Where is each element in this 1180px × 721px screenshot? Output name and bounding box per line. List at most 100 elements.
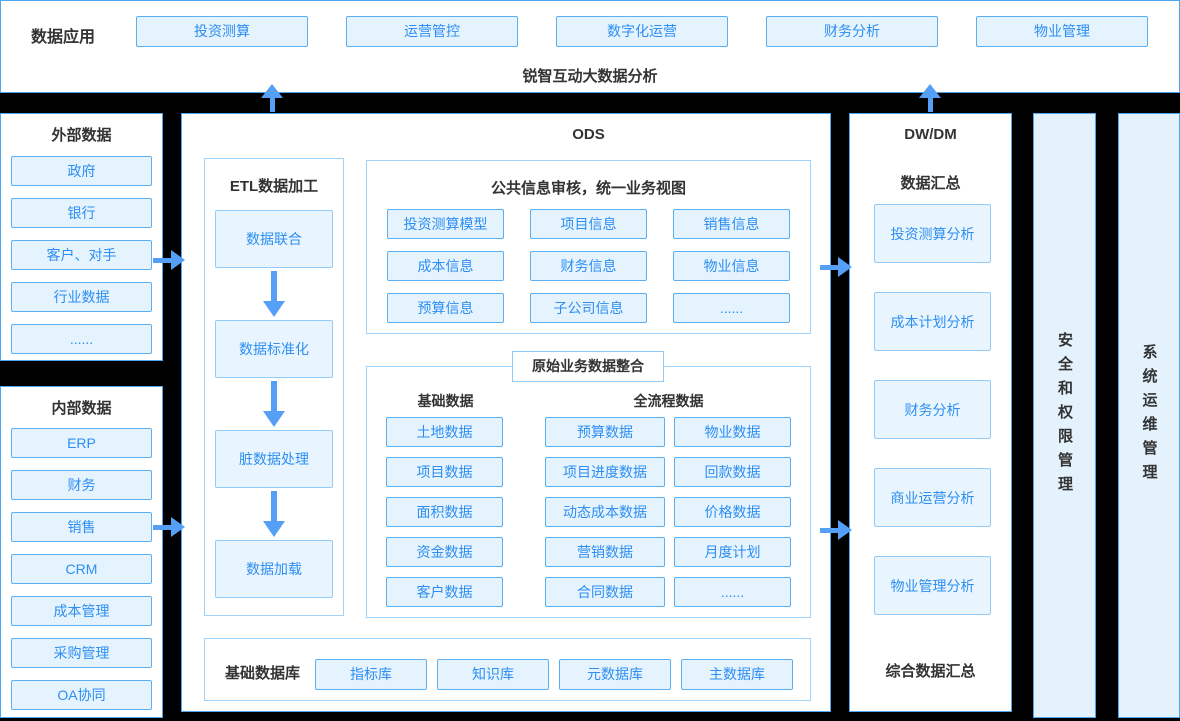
data-source-cost-management: 成本管理: [11, 596, 152, 626]
data-source-erp: ERP: [11, 428, 152, 458]
db-node-indicator: 指标库: [315, 659, 427, 690]
data-node-customer: 客户数据: [386, 577, 503, 607]
db-node-metadata: 元数据库: [559, 659, 671, 690]
base-db-panel: 基础数据库 指标库 知识库 元数据库 主数据库: [204, 638, 811, 701]
etl-step-dirty-data-processing: 脏数据处理: [215, 430, 333, 488]
info-node-budget-info: 预算信息: [387, 293, 504, 323]
base-data-column: 土地数据 项目数据 面积数据 资金数据 客户数据: [386, 417, 503, 607]
etl-step-data-loading: 数据加载: [215, 540, 333, 598]
arrow-internal-to-ods-icon: [153, 517, 185, 537]
data-node-price: 价格数据: [674, 497, 791, 527]
external-data-panel: 外部数据 政府 银行 客户、对手 行业数据 ......: [0, 113, 163, 361]
analysis-node-investment: 投资测算分析: [874, 204, 991, 263]
info-node-cost-info: 成本信息: [387, 251, 504, 281]
info-node-property-info: 物业信息: [673, 251, 790, 281]
data-node-budget: 预算数据: [545, 417, 665, 447]
analysis-node-finance: 财务分析: [874, 380, 991, 439]
data-node-monthly-plan: 月度计划: [674, 537, 791, 567]
etl-arrow-down-1-icon: [263, 271, 285, 317]
app-buttons-row: 投资测算 运营管控 数字化运营 财务分析 物业管理: [136, 16, 1148, 47]
arrow-ods-to-dwdm-bottom-icon: [820, 520, 852, 540]
ods-title: ODS: [572, 126, 605, 143]
data-node-dynamic-cost: 动态成本数据: [545, 497, 665, 527]
flow-data-header: 全流程数据: [633, 393, 704, 409]
info-node-subsidiary-info: 子公司信息: [530, 293, 647, 323]
arrow-dwdm-to-apps-icon: [919, 84, 941, 112]
db-node-knowledge: 知识库: [437, 659, 549, 690]
data-source-bank: 银行: [11, 198, 152, 228]
app-node-property-management: 物业管理: [976, 16, 1148, 47]
etl-panel: ETL数据加工 数据联合 数据标准化 脏数据处理 数据加载: [204, 158, 344, 616]
analysis-node-property-mgmt: 物业管理分析: [874, 556, 991, 615]
data-node-land: 土地数据: [386, 417, 503, 447]
etl-step-data-standardization: 数据标准化: [215, 320, 333, 378]
data-node-area: 面积数据: [386, 497, 503, 527]
flow-data-column-1: 预算数据 项目进度数据 动态成本数据 营销数据 合同数据: [545, 417, 665, 607]
analysis-node-cost-plan: 成本计划分析: [874, 292, 991, 351]
internal-data-title: 内部数据: [51, 400, 112, 417]
app-node-financial-analysis: 财务分析: [766, 16, 938, 47]
raw-data-label: 原始业务数据整合: [512, 351, 664, 382]
data-source-customers-counterparties: 客户、对手: [11, 240, 152, 270]
info-node-investment-model: 投资测算模型: [387, 209, 504, 239]
flow-data-column-2: 物业数据 回款数据 价格数据 月度计划 ......: [674, 417, 791, 607]
dwdm-title: DW/DM: [904, 126, 957, 143]
etl-arrow-down-2-icon: [263, 381, 285, 427]
base-data-header: 基础数据: [417, 393, 474, 409]
internal-data-panel: 内部数据 ERP 财务 销售 CRM 成本管理 采购管理 OA协同: [0, 386, 163, 718]
raw-data-panel: 基础数据 全流程数据 土地数据 项目数据 面积数据 资金数据 客户数据 预算数据…: [366, 366, 811, 618]
security-permission-label: 安全和权限管理: [1056, 331, 1073, 500]
data-source-external-more: ......: [11, 324, 152, 354]
internal-data-list: ERP 财务 销售 CRM 成本管理 采购管理 OA协同: [11, 428, 152, 710]
app-node-digital-operations: 数字化运营: [556, 16, 728, 47]
data-summary-label: 数据汇总: [900, 175, 961, 192]
data-source-finance: 财务: [11, 470, 152, 500]
data-source-sales: 销售: [11, 512, 152, 542]
common-info-grid: 投资测算模型 项目信息 销售信息 成本信息 财务信息 物业信息 预算信息 子公司…: [387, 209, 790, 323]
external-data-list: 政府 银行 客户、对手 行业数据 ......: [11, 156, 152, 354]
data-node-marketing: 营销数据: [545, 537, 665, 567]
info-node-finance-info: 财务信息: [530, 251, 647, 281]
ods-panel: ODS ETL数据加工 数据联合 数据标准化 脏数据处理 数据加载 公共信息审核…: [181, 113, 831, 712]
external-data-title: 外部数据: [51, 127, 112, 144]
app-node-investment-calc: 投资测算: [136, 16, 308, 47]
common-info-panel: 公共信息审核，统一业务视图 投资测算模型 项目信息 销售信息 成本信息 财务信息…: [366, 160, 811, 334]
data-apps-label: 数据应用: [31, 29, 96, 46]
data-source-crm: CRM: [11, 554, 152, 584]
data-node-project: 项目数据: [386, 457, 503, 487]
etl-title: ETL数据加工: [229, 178, 319, 195]
etl-step-data-union: 数据联合: [215, 210, 333, 268]
info-node-sales-info: 销售信息: [673, 209, 790, 239]
etl-steps: 数据联合 数据标准化 脏数据处理 数据加载: [215, 210, 333, 598]
analysis-list: 投资测算分析 成本计划分析 财务分析 商业运营分析 物业管理分析: [874, 204, 991, 615]
etl-arrow-down-3-icon: [263, 491, 285, 537]
comprehensive-summary-label: 综合数据汇总: [885, 663, 976, 680]
info-node-project-info: 项目信息: [530, 209, 647, 239]
data-node-capital: 资金数据: [386, 537, 503, 567]
base-db-list: 指标库 知识库 元数据库 主数据库: [315, 659, 793, 690]
analysis-node-commercial-ops: 商业运营分析: [874, 468, 991, 527]
data-source-oa: OA协同: [11, 680, 152, 710]
common-info-title: 公共信息审核，统一业务视图: [490, 180, 686, 197]
base-db-title: 基础数据库: [225, 665, 301, 682]
arrow-ods-to-dwdm-top-icon: [820, 257, 852, 277]
arrow-external-to-ods-icon: [153, 250, 185, 270]
arrow-ods-to-apps-icon: [261, 84, 283, 112]
data-source-industry: 行业数据: [11, 282, 152, 312]
data-apps-bar: 数据应用 投资测算 运营管控 数字化运营 财务分析 物业管理 锐智互动大数据分析: [0, 0, 1180, 93]
data-source-government: 政府: [11, 156, 152, 186]
data-node-contract: 合同数据: [545, 577, 665, 607]
data-source-procurement: 采购管理: [11, 638, 152, 668]
info-node-more: ......: [673, 293, 790, 323]
security-permission-bar: 安全和权限管理: [1033, 113, 1096, 718]
app-node-operations-control: 运营管控: [346, 16, 518, 47]
data-node-property: 物业数据: [674, 417, 791, 447]
system-ops-bar: 系统运维管理: [1118, 113, 1180, 718]
dwdm-panel: DW/DM 数据汇总 投资测算分析 成本计划分析 财务分析 商业运营分析 物业管…: [849, 113, 1012, 712]
platform-title: 锐智互动大数据分析: [522, 68, 658, 85]
data-node-project-progress: 项目进度数据: [545, 457, 665, 487]
db-node-master: 主数据库: [681, 659, 793, 690]
system-ops-label: 系统运维管理: [1140, 343, 1158, 488]
data-node-repayment: 回款数据: [674, 457, 791, 487]
data-node-more: ......: [674, 577, 791, 607]
